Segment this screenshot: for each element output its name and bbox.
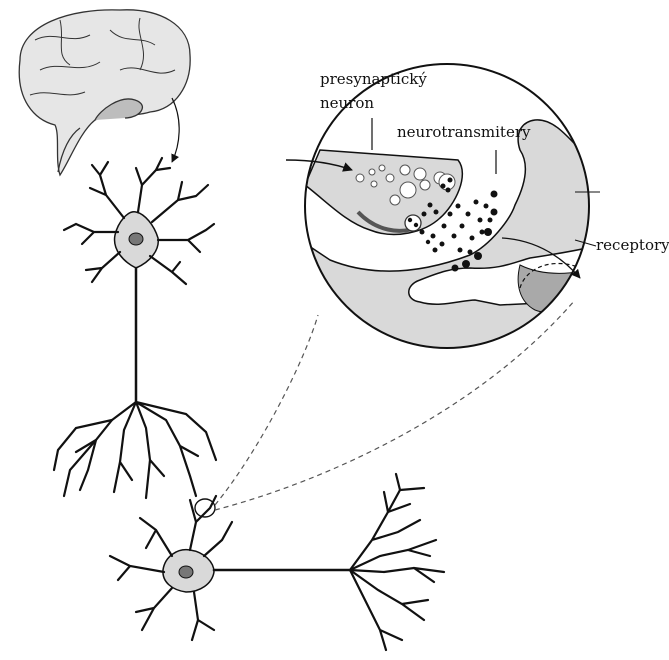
- upper-neuron: [54, 158, 216, 498]
- brain-illustration: [19, 10, 190, 175]
- presynaptic-neuron-label: presynaptický: [320, 70, 427, 88]
- lower-neuron: [110, 474, 444, 650]
- presynaptic-neuron-label-line2: neuron: [320, 94, 374, 112]
- receptors-label: receptory: [596, 236, 669, 254]
- neurotransmitters-label: neurotransmitery: [397, 123, 530, 141]
